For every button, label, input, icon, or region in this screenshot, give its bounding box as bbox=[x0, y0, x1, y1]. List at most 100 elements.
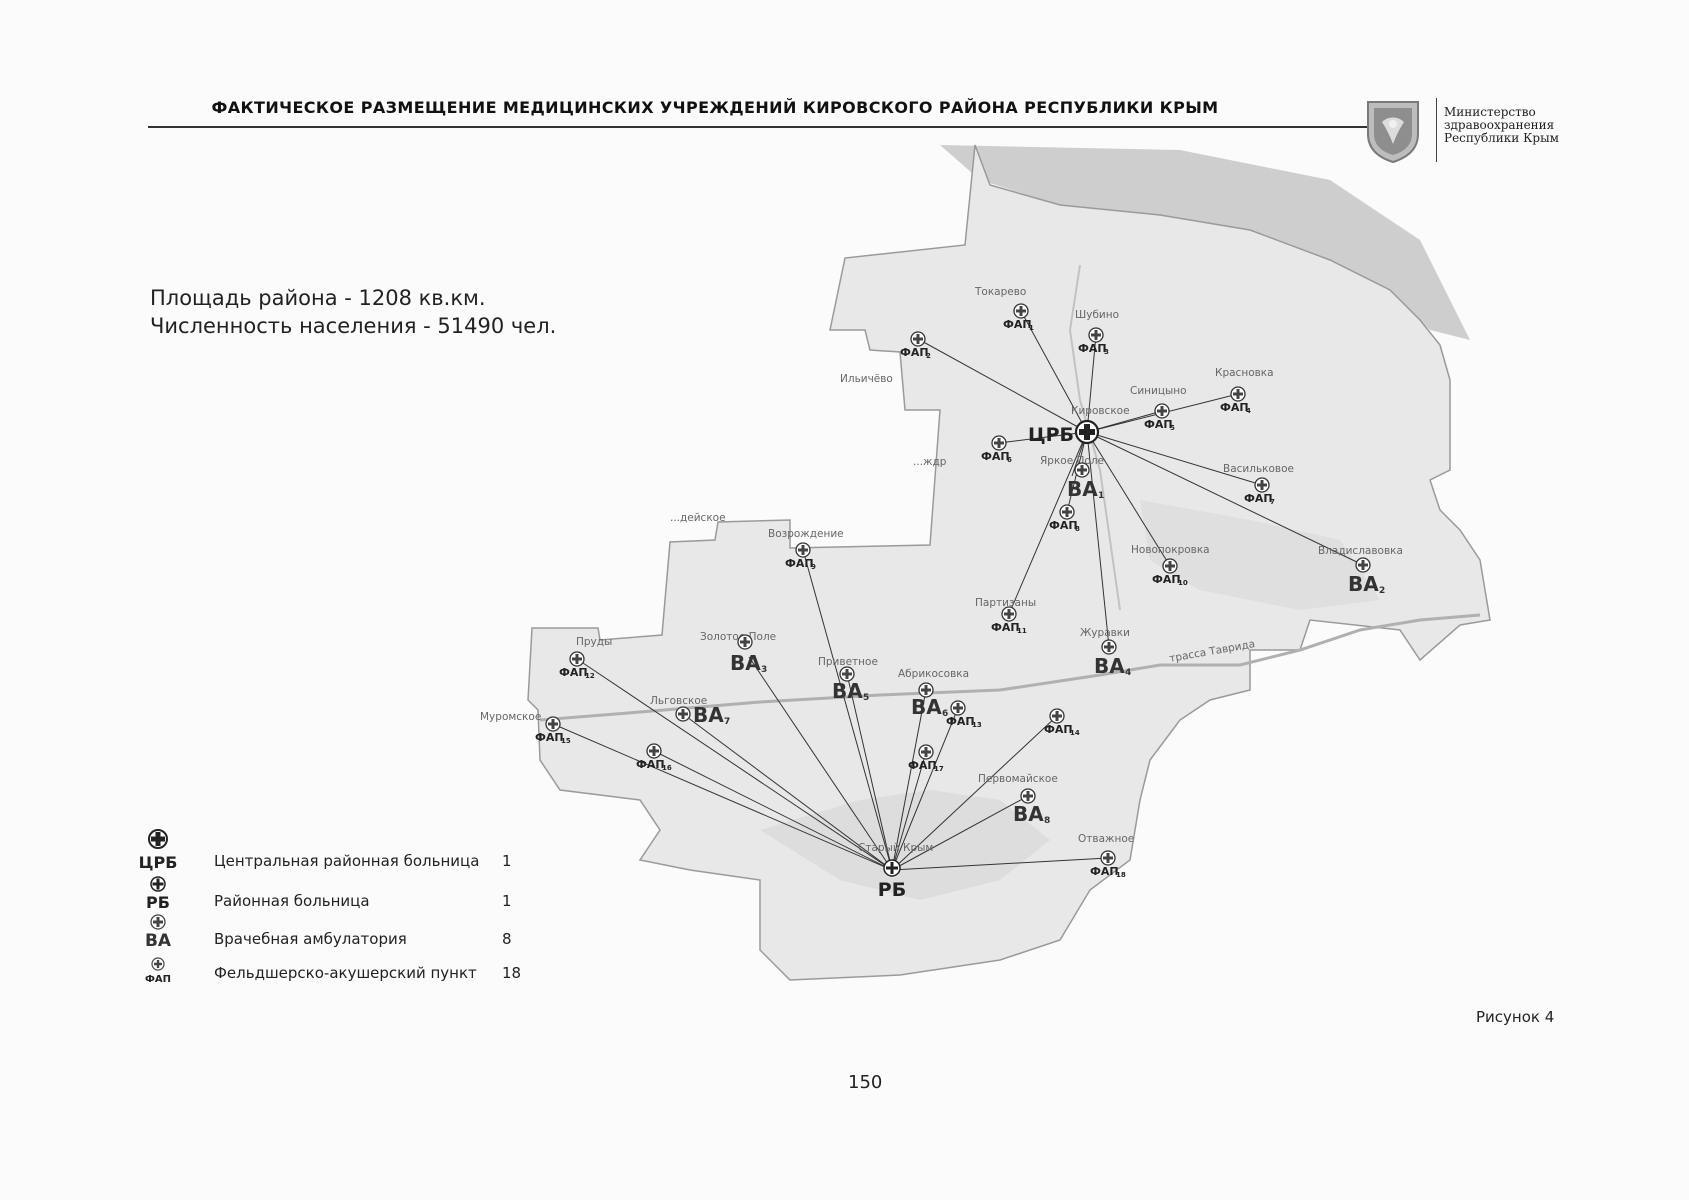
rb-legend-icon: РБ bbox=[146, 876, 170, 912]
ministry-line-2: здравоохранения bbox=[1444, 118, 1555, 132]
place-vozrozhdenie: Возрождение bbox=[768, 528, 844, 540]
fap-label: ФАП bbox=[900, 346, 929, 359]
fap-label: ФАП bbox=[1090, 865, 1119, 878]
va-marker: ВА 5 bbox=[832, 666, 869, 703]
place-vladislavovka: Владиславовка bbox=[1318, 545, 1403, 557]
place-lgovskoe: Льговское bbox=[650, 695, 707, 707]
va-legend-icon: ВА bbox=[145, 914, 172, 951]
fap-number: 3 bbox=[1104, 348, 1109, 356]
fap-number: 17 bbox=[934, 765, 944, 773]
fap-icon bbox=[1100, 850, 1116, 866]
fap-number: 13 bbox=[972, 721, 982, 729]
va-label: ВА bbox=[1013, 802, 1044, 826]
legend-count-crb: 1 bbox=[502, 852, 512, 870]
va-label: ВА bbox=[693, 703, 724, 727]
map-legend: ЦРБ Центральная районная больница 1 РБ Р… bbox=[140, 828, 560, 1008]
district-population: Численность населения - 51490 чел. bbox=[150, 314, 557, 338]
fap-number: 18 bbox=[1116, 871, 1126, 879]
fap-number: 8 bbox=[1075, 525, 1080, 533]
place-stary-krym: Старый Крым bbox=[858, 842, 933, 854]
fap-number: 16 bbox=[662, 764, 672, 772]
fap-number: 2 bbox=[926, 352, 931, 360]
fap-number: 4 bbox=[1246, 407, 1251, 415]
legend-label-fap: Фельдшерско-акушерский пункт bbox=[214, 964, 477, 982]
fap-marker: ФАП 8 bbox=[1049, 504, 1080, 533]
fap-label: ФАП bbox=[991, 621, 1020, 634]
fap-marker: ФАП 5 bbox=[1144, 403, 1175, 432]
va-number: 6 bbox=[942, 709, 948, 719]
fap-label: ФАП bbox=[1220, 401, 1249, 414]
fap-icon bbox=[1162, 558, 1178, 574]
va-icon bbox=[1355, 557, 1371, 573]
place-tokarevo: Токарево bbox=[974, 286, 1026, 298]
va-marker: ВА 3 bbox=[730, 634, 767, 675]
va-marker: ВА 6 bbox=[911, 682, 948, 719]
place-muromskoe: Муромское bbox=[480, 711, 541, 723]
fap-legend-abbr: ФАП bbox=[145, 974, 171, 985]
rb-legend-abbr: РБ bbox=[146, 893, 170, 912]
legend-count-va: 8 bbox=[502, 930, 512, 948]
va-label: ВА bbox=[1067, 477, 1098, 501]
legend-count-fap: 18 bbox=[502, 964, 522, 982]
fap-marker: ФАП 11 bbox=[991, 606, 1027, 635]
va-label: ВА bbox=[1094, 654, 1125, 678]
fap-label: ФАП bbox=[1152, 573, 1181, 586]
va-marker: ВА 2 bbox=[1348, 557, 1385, 596]
fap-number: 7 bbox=[1270, 498, 1275, 506]
va-icon bbox=[1101, 639, 1117, 655]
fap-label: ФАП bbox=[908, 759, 937, 772]
va-label: ВА bbox=[832, 679, 863, 703]
district-boundary bbox=[527, 144, 1491, 981]
ministry-name: Министерство здравоохранения Республики … bbox=[1444, 106, 1604, 145]
fap-icon bbox=[1254, 477, 1270, 493]
fap-icon bbox=[1230, 386, 1246, 402]
terrain-shading bbox=[760, 790, 1050, 900]
fap-number: 9 bbox=[811, 563, 816, 571]
fap-number: 1 bbox=[1029, 324, 1034, 332]
va-number: 5 bbox=[863, 693, 869, 703]
fap-marker: ФАП 17 bbox=[908, 744, 944, 773]
place-yarkoe-pole: Яркое Поле bbox=[1040, 455, 1104, 467]
place-privetnoe: Приветное bbox=[818, 656, 878, 668]
va-number: 1 bbox=[1098, 491, 1104, 501]
district-area: Площадь района - 1208 кв.км. bbox=[150, 286, 486, 310]
fap-marker: ФАП 15 bbox=[535, 716, 571, 745]
va-marker: ВА 8 bbox=[1013, 788, 1050, 826]
fap-markers: ФАП 1 ФАП 2 ФАП 3 ФАП 4 ФАП 5 ФАП 6 ФАП … bbox=[535, 303, 1275, 879]
fap-icon bbox=[1154, 403, 1170, 419]
va-number: 2 bbox=[1379, 586, 1385, 596]
fap-marker: ФАП 4 bbox=[1220, 386, 1251, 415]
ministry-divider bbox=[1436, 98, 1437, 162]
va-label: ВА bbox=[1348, 572, 1379, 596]
place-labels: Токарево Шубино Ильичёво Красновка Синиц… bbox=[480, 286, 1403, 854]
place-partizany: Партизаны bbox=[975, 597, 1036, 609]
place-novopokrovka: Новопокровка bbox=[1131, 544, 1210, 556]
fap-icon bbox=[1088, 327, 1104, 343]
terrain-shading bbox=[1140, 500, 1380, 610]
place-kirovskoe: Кировское bbox=[1071, 405, 1130, 417]
fap-legend-icon: ФАП bbox=[145, 957, 171, 985]
district-info: Площадь района - 1208 кв.км. Численность… bbox=[150, 284, 556, 340]
fap-marker: ФАП 18 bbox=[1090, 850, 1126, 879]
fap-icon bbox=[569, 651, 585, 667]
fap-marker: ФАП 3 bbox=[1078, 327, 1109, 356]
fap-label: ФАП bbox=[1244, 492, 1273, 505]
va-number: 8 bbox=[1044, 816, 1050, 826]
va-number: 4 bbox=[1125, 668, 1131, 678]
place-zhdr: ...ждр bbox=[913, 456, 947, 468]
title-underline bbox=[148, 126, 1370, 128]
legend-count-rb: 1 bbox=[502, 892, 512, 910]
fap-number: 15 bbox=[561, 737, 571, 745]
va-marker: ВА 1 bbox=[1067, 462, 1104, 501]
legend-row-va: ВА Врачебная амбулатория 8 bbox=[140, 912, 560, 952]
crimea-emblem-icon bbox=[1367, 101, 1419, 164]
legend-label-crb: Центральная районная больница bbox=[214, 852, 480, 870]
figure-caption: Рисунок 4 bbox=[1476, 1008, 1555, 1026]
va-number: 7 bbox=[724, 717, 730, 727]
sea-area bbox=[940, 145, 1470, 340]
fap-label: ФАП bbox=[535, 731, 564, 744]
place-otvazhnoe: Отважное bbox=[1078, 833, 1134, 845]
fap-icon bbox=[795, 542, 811, 558]
fap-number: 14 bbox=[1070, 729, 1080, 737]
fap-number: 10 bbox=[1178, 579, 1188, 587]
